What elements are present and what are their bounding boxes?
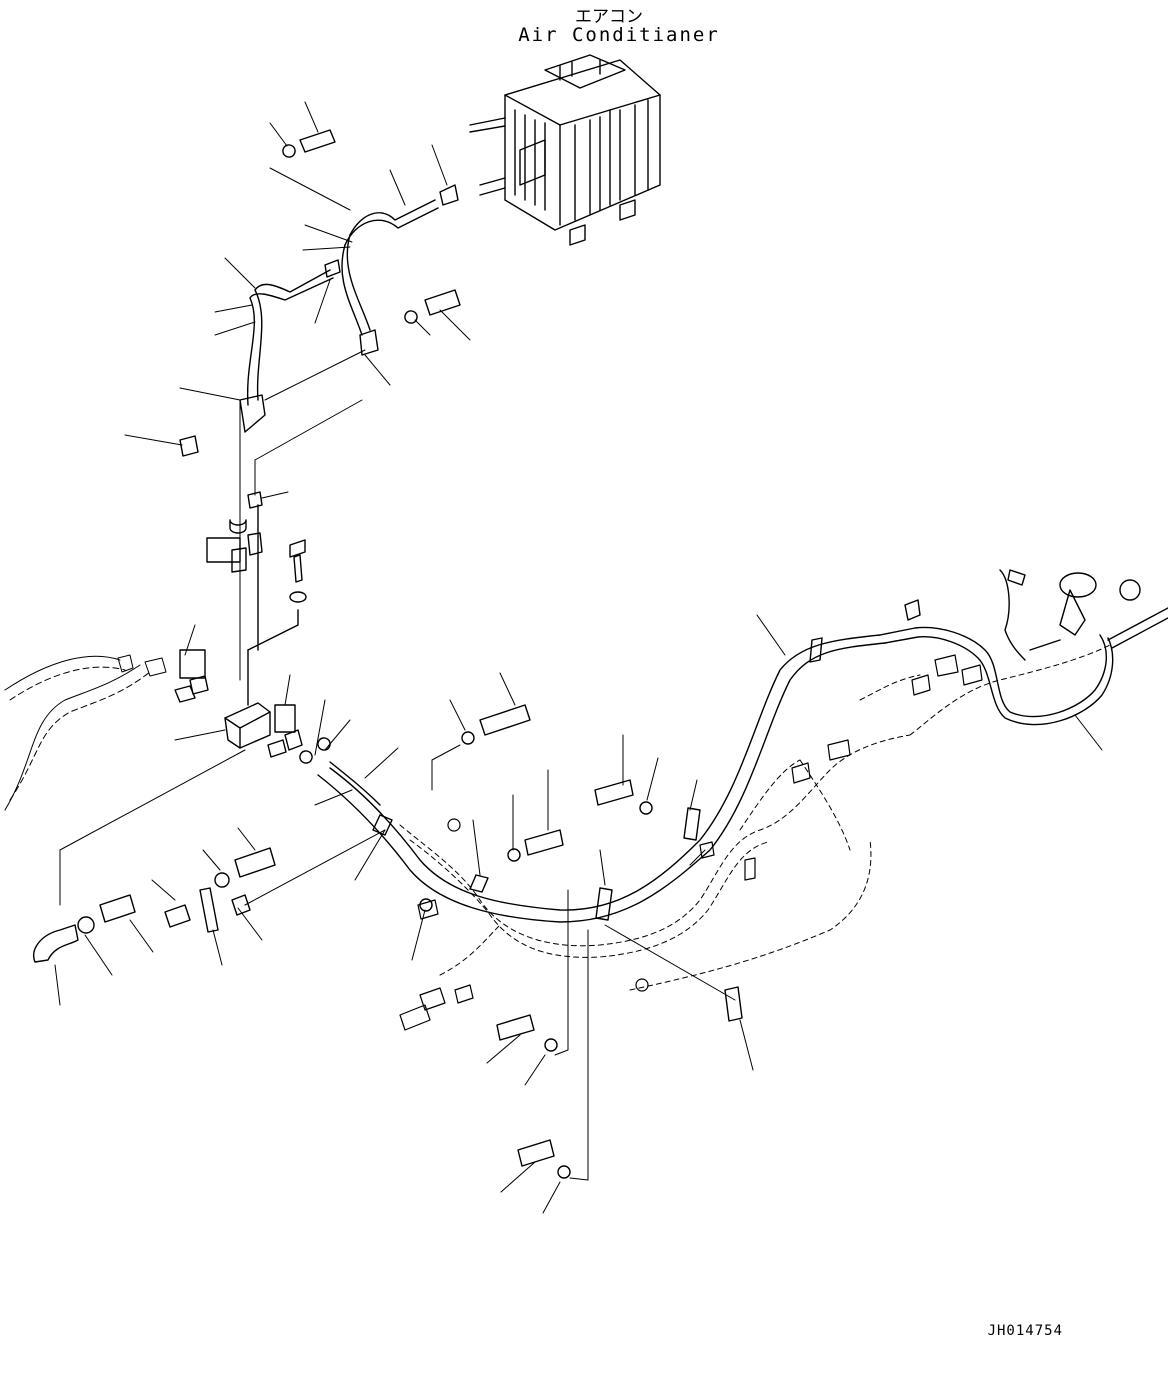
lower-left-parts	[33, 704, 743, 1179]
harness-connectors	[399, 654, 983, 1031]
leader-lines-upper	[124, 101, 471, 681]
air-conditioner-unit	[469, 54, 661, 246]
wiring-harness	[399, 644, 1111, 991]
title-english: Air Conditianer	[518, 24, 720, 46]
leader-lines-lower	[54, 614, 1103, 1214]
upper-hoses	[179, 129, 461, 457]
main-hose	[317, 569, 1168, 923]
left-hose-dashed	[4, 654, 167, 811]
fittings-block	[174, 491, 331, 764]
drawing-number: JH014754	[987, 1323, 1063, 1339]
title-japanese: エアコン	[575, 7, 643, 27]
